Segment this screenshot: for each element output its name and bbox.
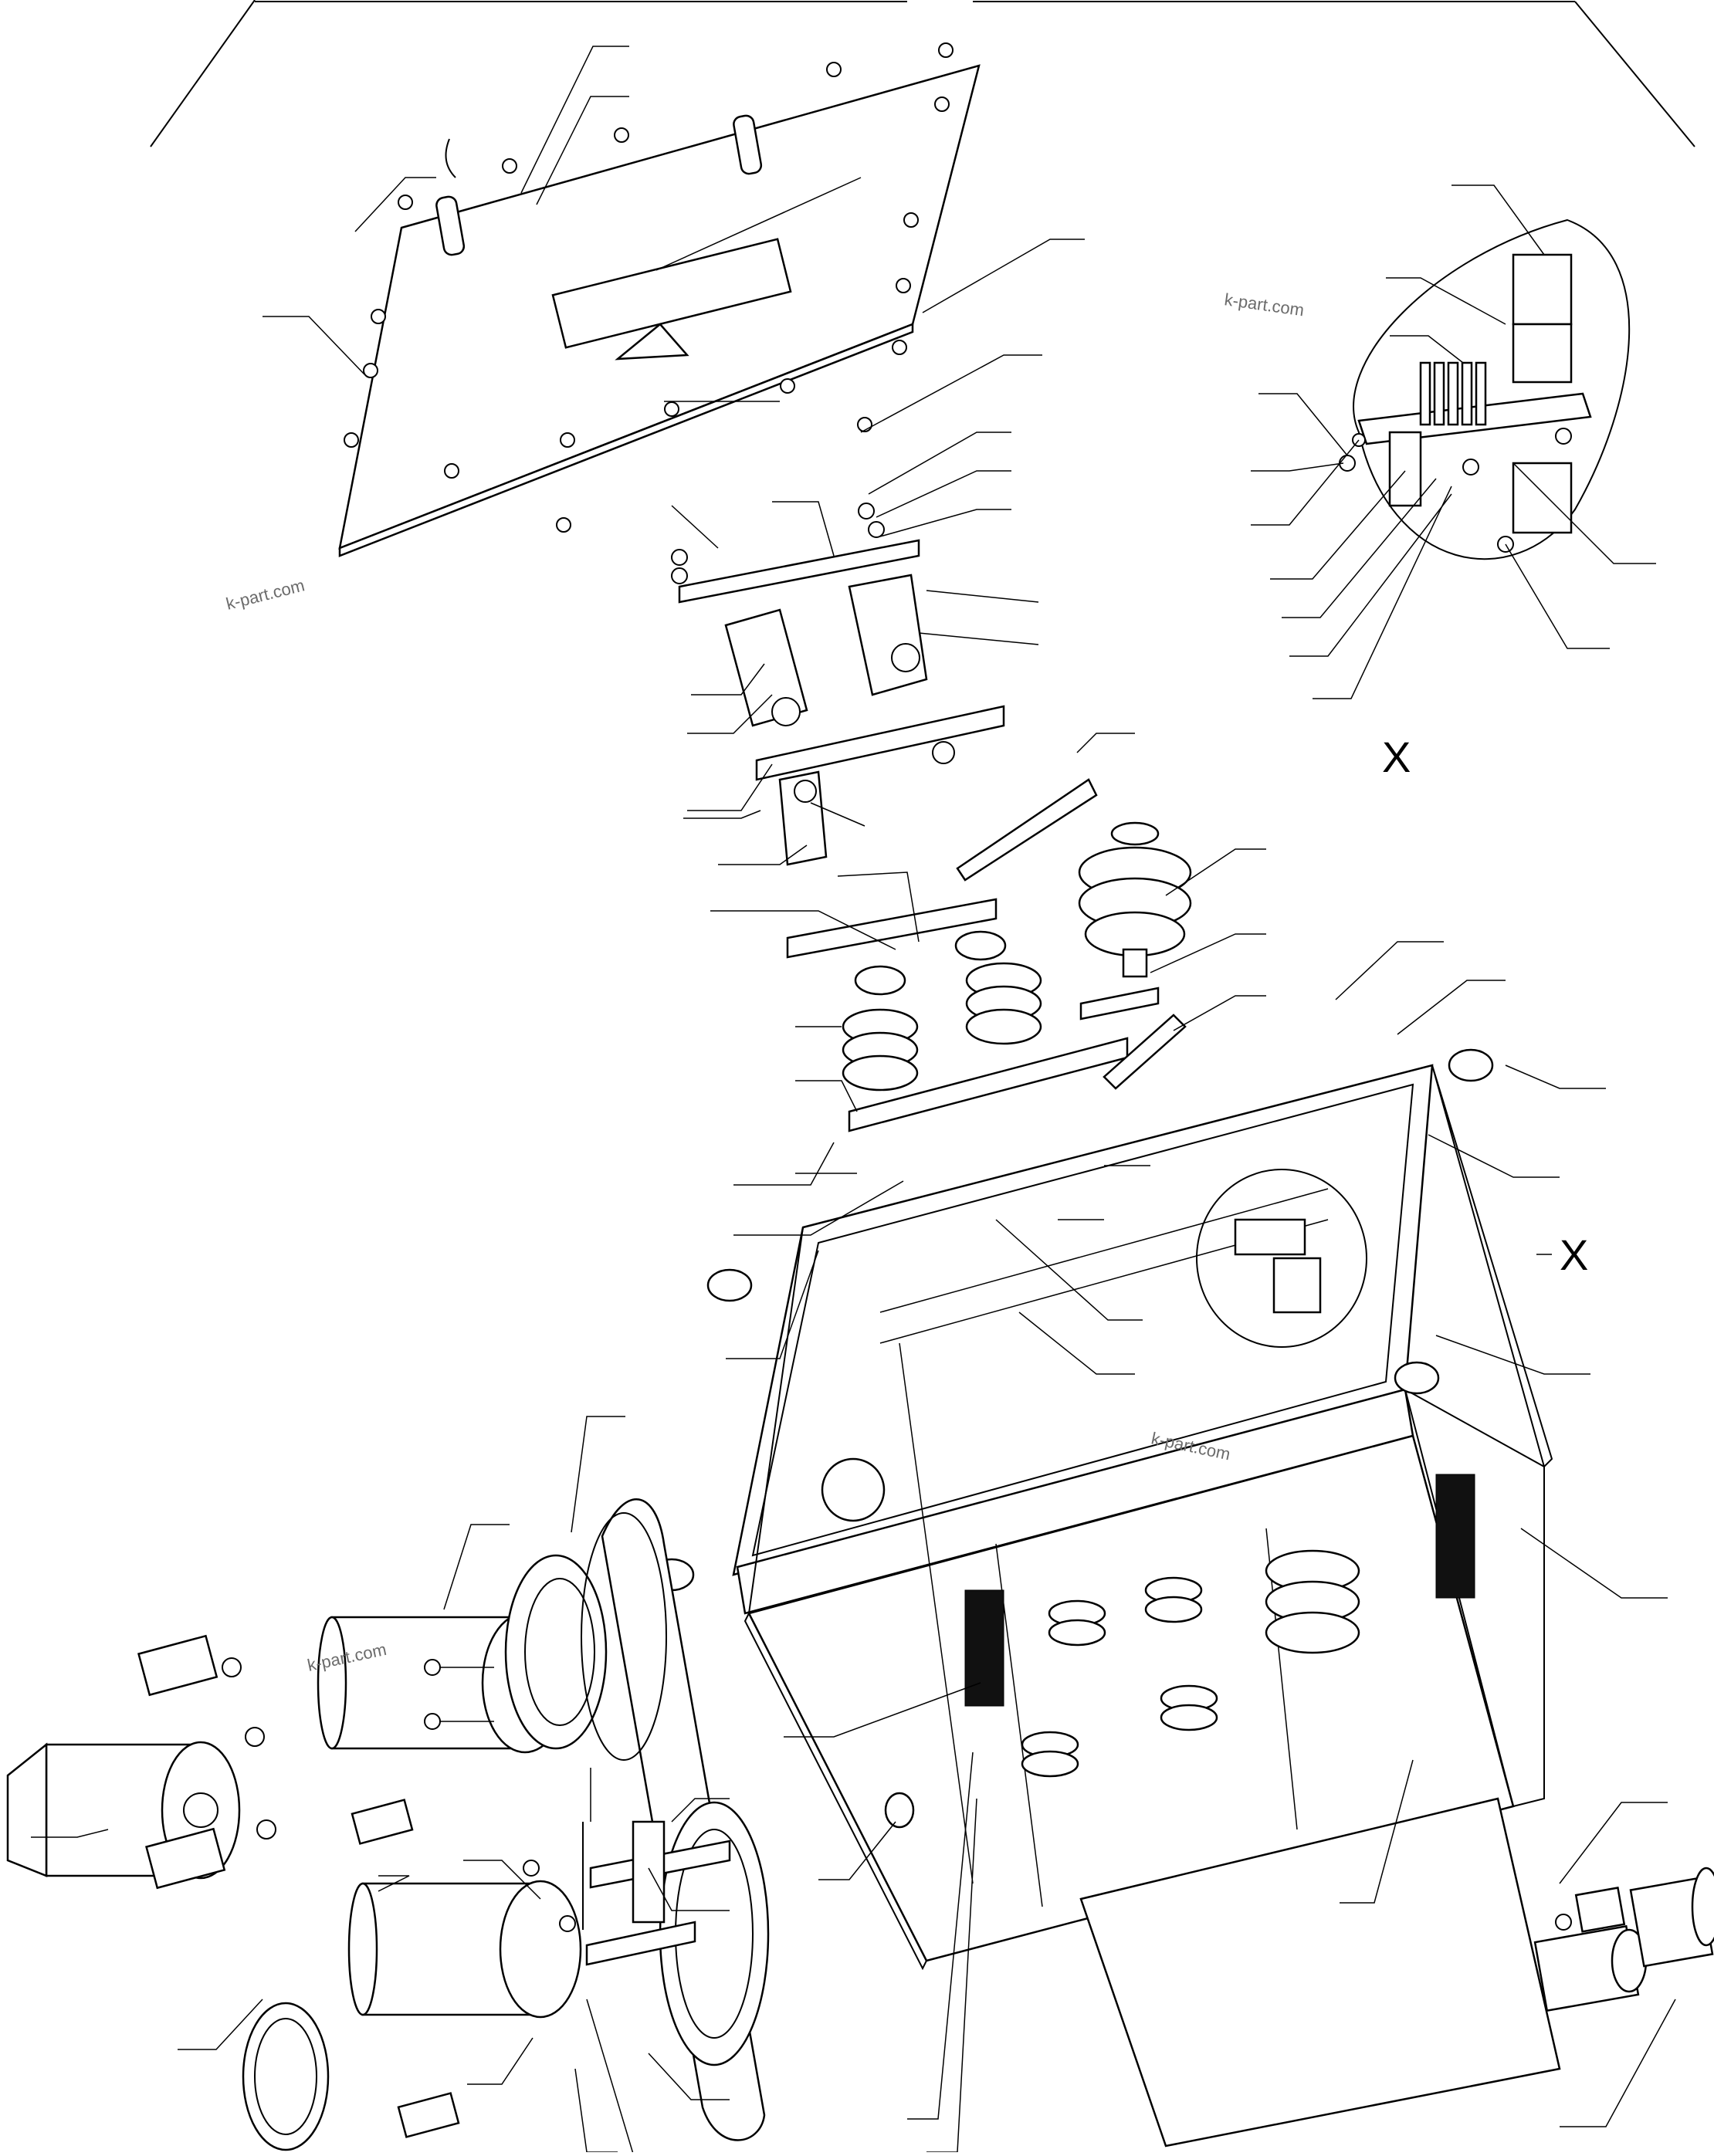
small-insulators bbox=[842, 930, 1042, 1092]
cabinet-knob bbox=[884, 1792, 915, 1829]
detail-x: X bbox=[1339, 218, 1631, 781]
cover-handle-left bbox=[435, 195, 466, 256]
warning-sign bbox=[615, 323, 689, 360]
main-cabinet bbox=[649, 1048, 1561, 2148]
duct-section bbox=[347, 1799, 582, 2138]
upper-bracket-assembly bbox=[671, 503, 1005, 866]
damper-unit bbox=[585, 1801, 770, 2066]
cabinet-insulators bbox=[1021, 1549, 1360, 1778]
watermark-2: k-part.com bbox=[224, 575, 307, 613]
collar-ring bbox=[242, 2002, 330, 2151]
large-insulator bbox=[1078, 821, 1192, 978]
cabinet-detail-circle bbox=[1196, 1169, 1367, 1348]
busbar-strip bbox=[956, 778, 1098, 882]
small-fasteners bbox=[523, 1822, 584, 1932]
flange-plate bbox=[504, 1554, 608, 1750]
cylindrical-housing bbox=[6, 1634, 276, 1890]
detail-label: X bbox=[1382, 733, 1411, 781]
nameplate bbox=[551, 238, 792, 349]
insulator-assembly bbox=[786, 778, 1192, 1132]
duct-assembly bbox=[6, 1498, 770, 2151]
detail-callout-label: X bbox=[1560, 1230, 1588, 1279]
cover-plate bbox=[338, 42, 981, 557]
connector-assembly bbox=[1533, 1867, 1714, 2012]
watermark-1: k-part.com bbox=[1223, 289, 1305, 320]
cabinet-side-opening bbox=[821, 1457, 886, 1522]
detail-clamp bbox=[1388, 431, 1422, 507]
detail-fins bbox=[1419, 361, 1487, 426]
cover-handle-right bbox=[733, 114, 763, 175]
frame-lines bbox=[150, 0, 1695, 147]
